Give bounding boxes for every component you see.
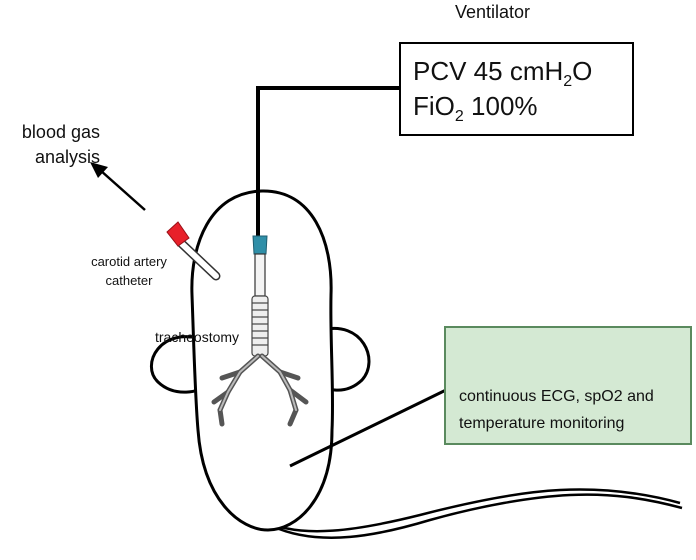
- ventilator-settings-box: [399, 42, 634, 136]
- bronchial-tree-detail: [219, 355, 297, 411]
- blood-gas-label: blood gas analysis: [0, 120, 100, 170]
- mode-prefix: PCV 45 cmH: [413, 56, 564, 86]
- monitoring-line1: continuous ECG, spO2 and: [459, 388, 654, 405]
- mode-suffix: O: [572, 56, 593, 86]
- ventilator-mode-text: PCV 45 cmH2O: [413, 56, 592, 91]
- carotid-line2: catheter: [105, 273, 153, 288]
- monitor-connector-line: [289, 388, 447, 468]
- fio2-prefix: FiO: [413, 91, 455, 121]
- carotid-line1: carotid artery: [91, 254, 167, 269]
- ventilator-tube: [256, 86, 399, 238]
- monitoring-box: [444, 326, 692, 445]
- rat-body: [190, 189, 335, 532]
- blood-gas-line2: analysis: [34, 147, 100, 167]
- ventilator-title: Ventilator: [455, 2, 531, 22]
- rat-tail: [261, 488, 681, 533]
- endotracheal-tube-tip: [252, 235, 268, 255]
- carotid-label: carotid artery catheter: [74, 252, 184, 290]
- fio2-suffix: 100%: [463, 91, 538, 121]
- rat-tail-inner: [271, 493, 683, 539]
- carotid-catheter-tip: [166, 221, 190, 247]
- fio2-text: FiO2 100%: [413, 91, 538, 126]
- mode-subscript: 2: [563, 73, 573, 91]
- fio2-subscript: 2: [454, 108, 464, 126]
- monitoring-line2: temperature monitoring: [459, 415, 625, 432]
- blood-gas-arrow-line: [99, 169, 146, 211]
- tracheal-cannula: [254, 253, 266, 297]
- tracheostomy-label: tracheostomy: [155, 329, 240, 345]
- monitoring-text: continuous ECG, spO2 and temperature mon…: [459, 383, 654, 437]
- blood-gas-line1: blood gas: [21, 122, 100, 142]
- trachea: [251, 295, 269, 357]
- blood-gas-arrow-head: [90, 162, 108, 178]
- carotid-catheter-inner: [177, 239, 219, 279]
